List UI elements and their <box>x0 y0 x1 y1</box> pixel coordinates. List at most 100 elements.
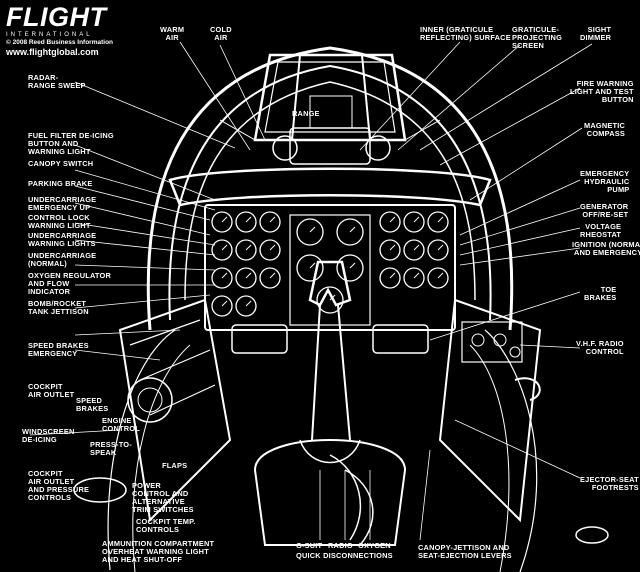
ejection-seat <box>253 439 407 546</box>
dial-needle <box>245 272 252 279</box>
dial-needle <box>245 244 252 251</box>
dial-needle <box>389 244 396 251</box>
label-magnetic-compass: MAGNETIC COMPASS <box>584 121 626 138</box>
label-radio: RADIO <box>328 541 353 550</box>
label-speed-brakes: SPEED BRAKES <box>76 396 109 413</box>
instrument-dial <box>211 239 233 261</box>
label-inner-surface: INNER (GRATICULE REFLECTING) SURFACE <box>420 25 511 42</box>
dial-needle <box>245 216 252 223</box>
dial-needle <box>349 262 356 269</box>
label-oxygen-regulator: OXYGEN REGULATOR AND FLOW INDICATOR <box>28 271 111 296</box>
dial-needle <box>221 272 228 279</box>
left-console <box>73 298 232 523</box>
dial-needle <box>437 216 444 223</box>
label-windscreen-deicing: WINDSCREEN DE-ICING <box>22 427 75 444</box>
instrument-dial <box>403 211 425 233</box>
label-range: RANGE <box>292 109 320 118</box>
instrument-dial <box>235 267 257 289</box>
label-power-control-trim: POWER CONTROL AND ALTERNATIVE TRIM SWITC… <box>132 481 194 514</box>
dial-needle <box>389 216 396 223</box>
right-console <box>438 298 542 523</box>
label-undercarriage-emergency-up: UNDERCARRIAGE EMERGENCY UP <box>28 195 97 212</box>
label-radar-range-sweep: RADAR- RANGE SWEEP <box>28 73 86 90</box>
control-column <box>299 260 361 464</box>
instrument-dial <box>379 211 401 233</box>
gun-sight <box>272 95 391 165</box>
dial-needle <box>389 272 396 279</box>
label-canopy-jettison: CANOPY-JETTISON AND SEAT-EJECTION LEVERS <box>418 543 512 560</box>
artist-logo <box>575 526 609 544</box>
windscreen <box>219 53 441 142</box>
dial-needle <box>269 216 276 223</box>
instrument-dial <box>427 211 449 233</box>
label-ammunition: AMMUNITION COMPARTMENT OVERHEAT WARNING … <box>102 539 215 564</box>
dial-needle <box>413 244 420 251</box>
label-flaps: FLAPS <box>162 461 188 470</box>
dial-needle <box>245 300 252 307</box>
instrument-dial <box>403 239 425 261</box>
instrument-dial <box>296 254 324 282</box>
label-emergency-pump: EMERGENCY HYDRAULIC PUMP <box>580 169 630 194</box>
label-cockpit-air-outlet: COCKPIT AIR OUTLET <box>28 382 75 399</box>
instrument-dial <box>296 218 324 246</box>
dial-needle <box>221 300 228 307</box>
label-ejector-seat-footrests: EJECTOR-SEAT FOOTRESTS <box>580 475 639 492</box>
label-cockpit-air-pressure: COCKPIT AIR OUTLET AND PRESSURE CONTROLS <box>28 469 90 502</box>
label-graticule-screen: GRATICULE- PROJECTING SCREEN <box>512 25 563 50</box>
label-g-suit: G-SUIT <box>296 541 323 550</box>
instrument-dial <box>259 211 281 233</box>
instrument-coaming <box>168 167 492 207</box>
label-parking-brake: PARKING BRAKE <box>28 179 93 188</box>
dial-needle <box>437 244 444 251</box>
instrument-dial <box>259 267 281 289</box>
label-press-to-speak: PRESS-TO- SPEAK <box>90 440 132 457</box>
instrument-dial <box>211 295 233 317</box>
label-warm-air: WARM AIR <box>160 25 185 42</box>
instrument-dial <box>336 218 364 246</box>
label-fuel-filter: FUEL FILTER DE-ICING BUTTON AND WARNING … <box>28 131 114 156</box>
label-undercarriage-normal: UNDERCARRIAGE (NORMAL) <box>28 251 97 268</box>
label-engine-control: ENGINE CONTROL <box>102 416 140 433</box>
instrument-dial <box>235 295 257 317</box>
label-sight-dimmer: SIGHT DIMMER <box>580 25 612 42</box>
dial-needle <box>309 226 316 233</box>
label-cold-air: COLD AIR <box>210 25 232 42</box>
label-fire-warning: FIRE WARNING LIGHT AND TEST BUTTON <box>570 79 634 104</box>
dial-needle <box>269 244 276 251</box>
label-ignition: IGNITION (NORMAL AND EMERGENCY) <box>572 240 640 257</box>
label-oxygen: OXYGEN <box>358 541 391 550</box>
dial-needle <box>221 244 228 251</box>
brand-name: FLIGHT <box>6 2 107 32</box>
label-toe-brakes: TOE BRAKES <box>584 285 617 302</box>
instrument-dial <box>427 267 449 289</box>
dial-needle <box>413 272 420 279</box>
instrument-dial <box>211 211 233 233</box>
website-url: www.flightglobal.com <box>6 46 99 57</box>
label-control-lock: CONTROL LOCK WARNING LIGHT <box>28 213 91 230</box>
dial-needle <box>309 262 316 269</box>
leader-lines <box>29 41 593 541</box>
label-quick-disconnections: QUICK DISCONNECTIONS <box>296 551 393 560</box>
instrument-dial <box>235 239 257 261</box>
label-speed-brakes-emergency: SPEED BRAKES EMERGENCY <box>28 341 89 358</box>
instrument-dial <box>403 267 425 289</box>
instrument-dial <box>379 239 401 261</box>
rudder-pedals <box>231 324 429 354</box>
instrument-dial <box>316 286 344 314</box>
dial-needle <box>221 216 228 223</box>
copyright-notice: © 2008 Reed Business Information <box>6 39 114 46</box>
label-canopy-switch: CANOPY SWITCH <box>28 159 94 168</box>
instrument-dial <box>379 267 401 289</box>
dial-needle <box>413 216 420 223</box>
instrument-dial <box>211 267 233 289</box>
label-generator: GENERATOR OFF/RE-SET <box>580 202 629 219</box>
dial-needle <box>269 272 276 279</box>
instrument-dial <box>235 211 257 233</box>
flight-international-logo: FLIGHT INTERNATIONAL © 2008 Reed Busines… <box>6 4 113 57</box>
label-undercarriage-warning: UNDERCARRIAGE WARNING LIGHTS <box>28 231 97 248</box>
instrument-dial <box>336 254 364 282</box>
dial-needle <box>349 226 356 233</box>
label-bomb-rocket: BOMB/ROCKET TANK JETTISON <box>28 299 89 316</box>
